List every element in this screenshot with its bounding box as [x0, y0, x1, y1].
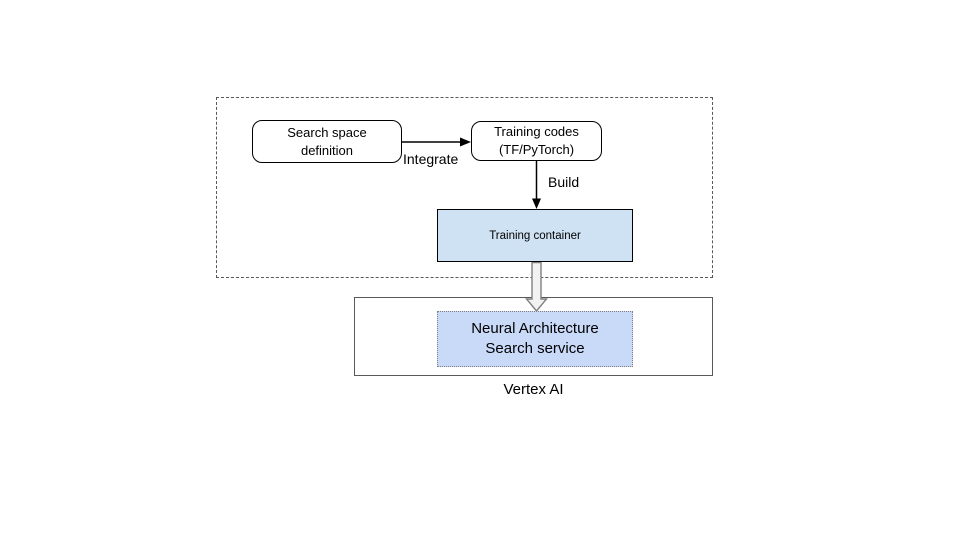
integrate-edge-label: Integrate [403, 151, 459, 167]
search-space-definition-label: Search space definition [287, 124, 367, 158]
training-container-label: Training container [489, 229, 581, 242]
search-space-definition-node: Search space definition [252, 120, 402, 163]
nas-service-node: Neural Architecture Search service [437, 311, 633, 367]
training-codes-label: Training codes (TF/PyTorch) [494, 124, 579, 157]
user-workflow-group [216, 97, 713, 278]
training-codes-node: Training codes (TF/PyTorch) [471, 121, 602, 161]
vertex-ai-group-label: Vertex AI [503, 381, 564, 398]
build-edge-label: Build [548, 174, 580, 190]
training-container-node: Training container [437, 209, 633, 262]
nas-service-label: Neural Architecture Search service [471, 319, 599, 357]
